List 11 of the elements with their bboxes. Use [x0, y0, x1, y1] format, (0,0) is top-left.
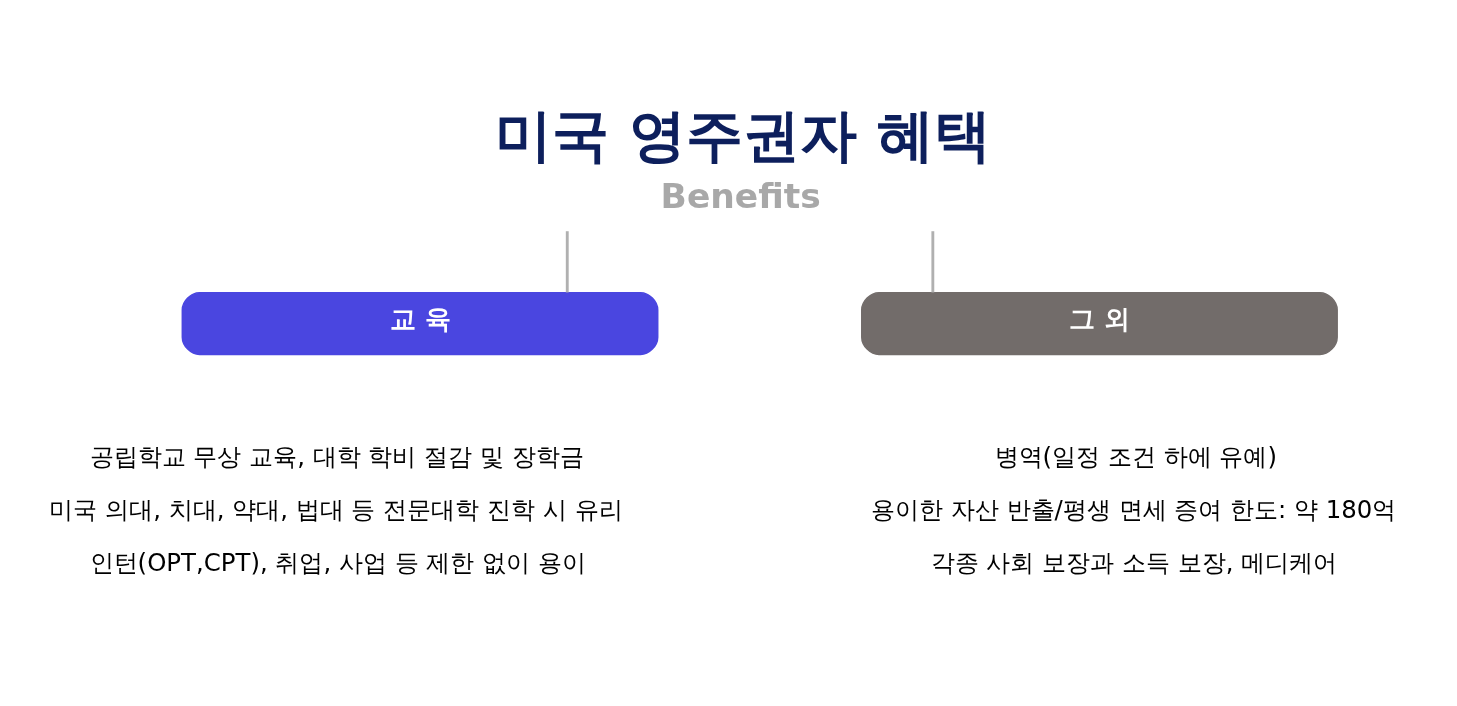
node-label: 각종 사회 보장과 소득 보장, 메디케어 — [930, 548, 1338, 578]
connector — [931, 231, 935, 293]
node-label: 용이한 자산 반출/평생 면세 증여 한도: 약 180억 — [871, 495, 1397, 525]
node-box: 그 외 — [861, 291, 1338, 356]
node-box: 교 육 — [181, 291, 659, 356]
node-label: 공립학교 무상 교육, 대학 학비 절감 및 장학금 — [89, 442, 584, 472]
node-label: 미국 의대, 치대, 약대, 법대 등 전문대학 진학 시 유리 — [49, 495, 623, 525]
connector — [565, 231, 569, 293]
node-label: 병역(일정 조건 하에 유예) — [994, 442, 1277, 472]
node-label: 인턴(OPT,CPT), 취업, 사업 등 제한 없이 용이 — [89, 548, 587, 578]
node-text: 미국 영주권자 혜택 Benefits — [494, 101, 991, 217]
